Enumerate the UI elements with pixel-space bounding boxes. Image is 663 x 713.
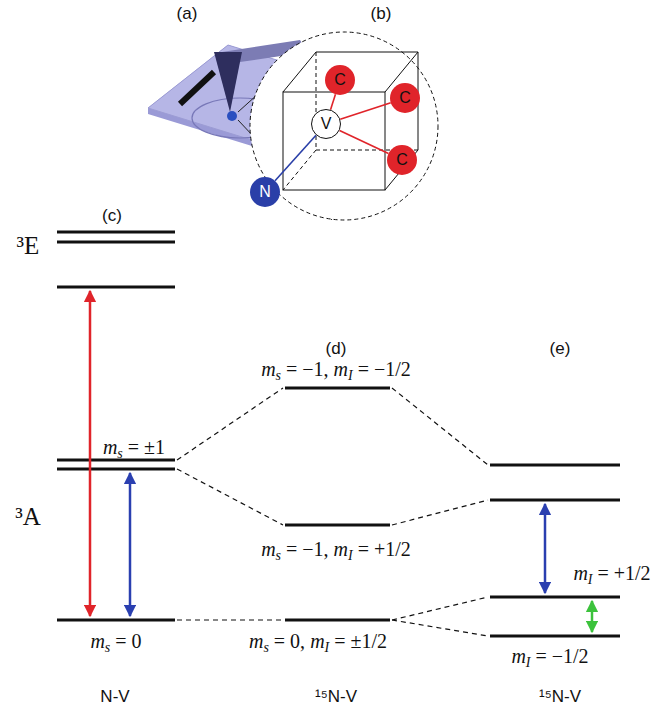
atom-circle: C [325,65,355,95]
term-symbol: ³A [15,503,41,531]
atom-symbol: N [259,183,271,201]
atom-symbol: C [334,71,346,89]
panel-letter: (d) [326,340,347,359]
transition-arrows [90,291,592,632]
atom-symbol: V [321,115,332,133]
atom-circle: N [250,177,280,207]
atom-circle: C [387,145,417,175]
correlation-lines [177,388,488,636]
level-label: mI = +1/2 [573,562,650,584]
bond-line [340,103,391,120]
atom-symbol: C [396,151,408,169]
center-name: ¹⁵N-V [539,688,581,707]
level-label: ms = −1, mI = +1/2 [261,538,411,560]
level-label: ms = 0 [90,630,141,652]
term-symbol: ³E [17,232,40,260]
level-label: ms = −1, mI = −1/2 [261,358,411,380]
panel-letter: (e) [550,340,571,359]
atom-circle: C [390,83,420,113]
panel-letter: (a) [177,5,198,24]
level-label: ms = ±1 [103,436,165,458]
panel-letter: (b) [371,5,392,24]
level-label: ms = 0, mI = ±1/2 [249,630,387,652]
panel-letter: (c) [102,207,122,226]
atom-symbol: C [399,89,411,107]
energy-levels [57,232,620,636]
bond-line [275,135,316,181]
atom-circle: V [311,109,341,139]
level-label: mI = −1/2 [511,645,588,667]
center-name: ¹⁵N-V [315,688,357,707]
center-name: N-V [100,688,129,707]
bond-line [340,130,389,153]
bond-line [331,94,336,109]
crystal-cell [250,32,438,220]
